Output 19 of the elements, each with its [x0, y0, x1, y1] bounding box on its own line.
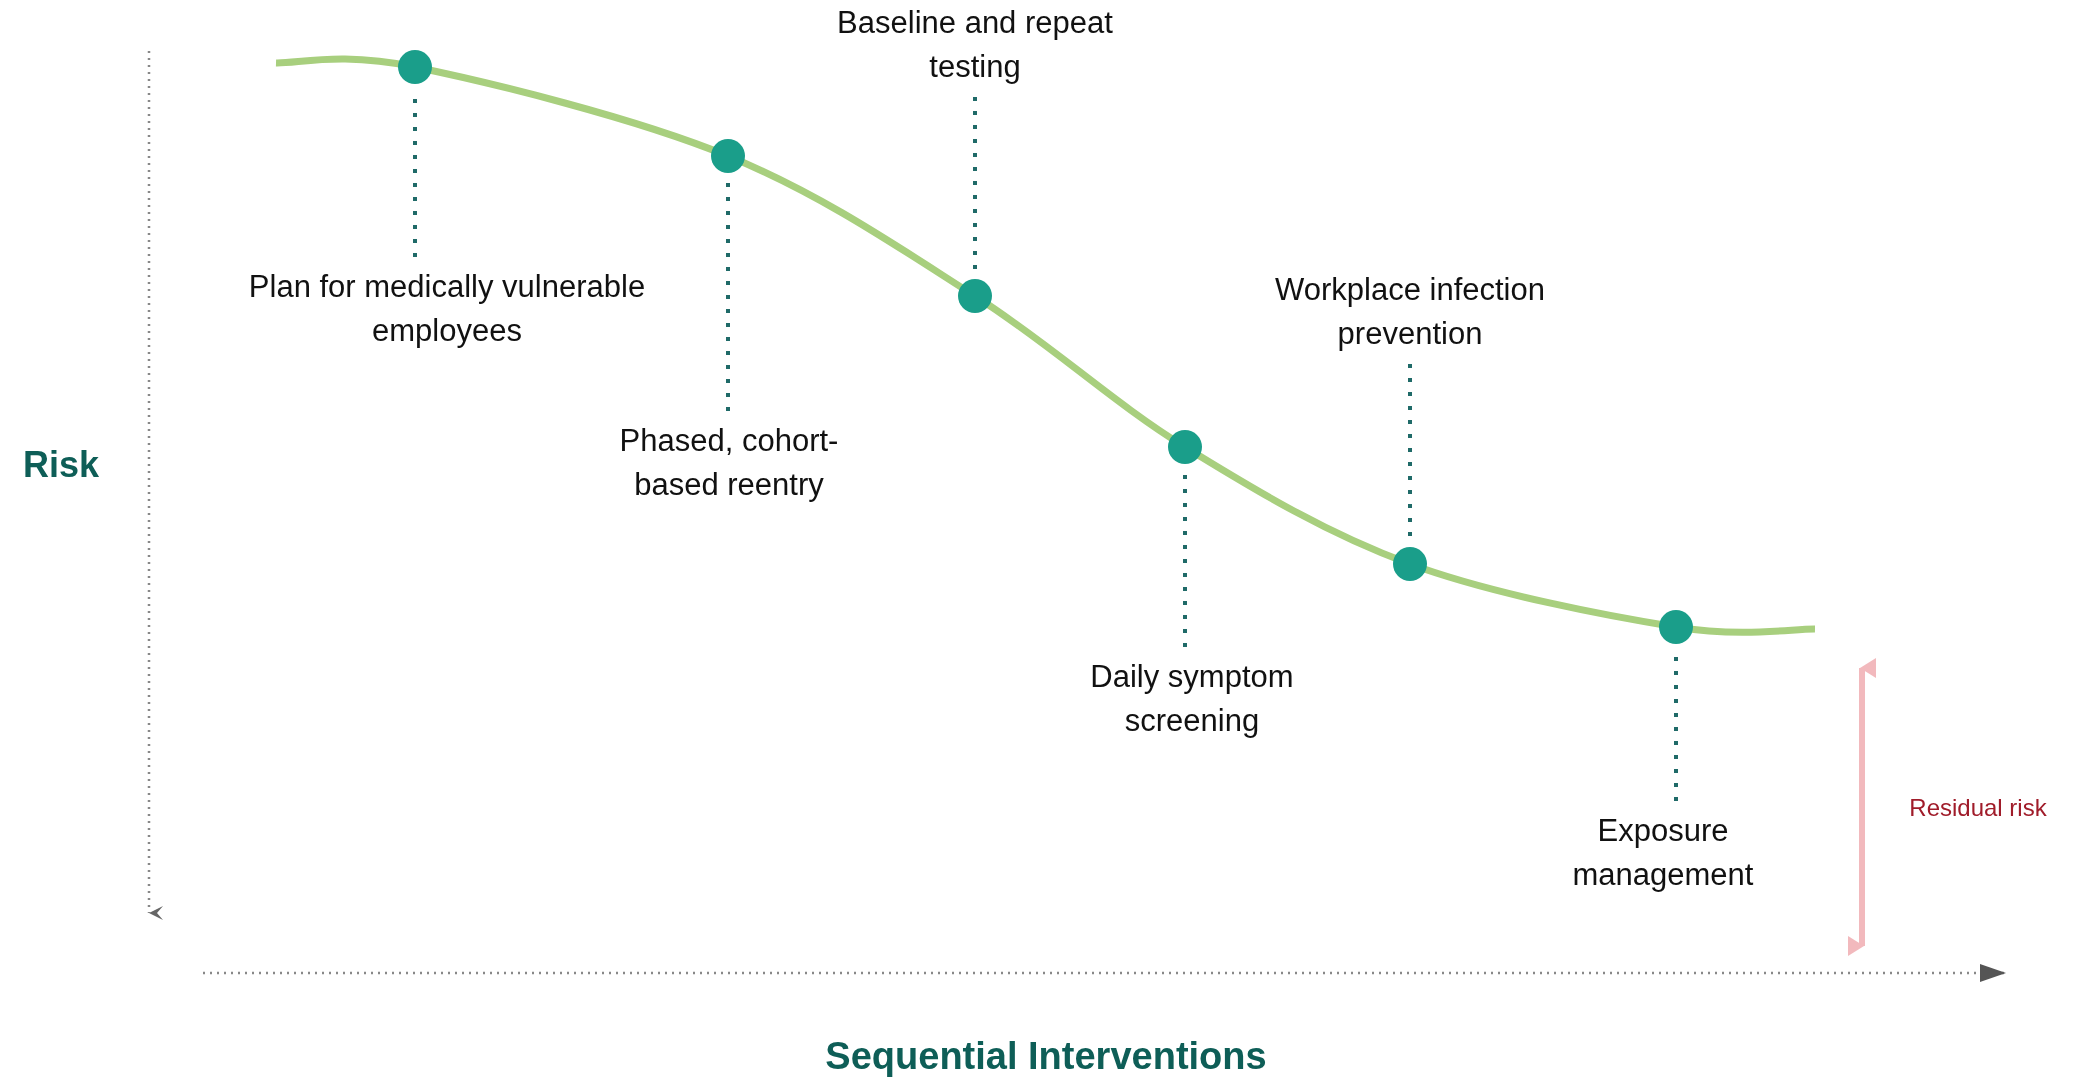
intervention-label: Exposure management	[1533, 809, 1793, 897]
intervention-label: Phased, cohort-based reentry	[584, 419, 874, 507]
leader-line	[1408, 364, 1412, 539]
step-dot	[958, 279, 992, 313]
axis-title: Sequential Interventions	[825, 1034, 1267, 1078]
intervention-label: Baseline and repeat testing	[825, 1, 1125, 89]
intervention-label: Plan for medically vulnerable employees	[247, 265, 647, 353]
residual-risk-label: Residual risk	[1909, 794, 2047, 822]
leader-line	[1183, 472, 1187, 647]
intervention-label: Workplace infection prevention	[1220, 268, 1600, 356]
step-dot	[398, 50, 432, 84]
step-dot	[1393, 547, 1427, 581]
intervention-label: Daily symptom screening	[1042, 655, 1342, 743]
step-dot	[1168, 430, 1202, 464]
axis-title: Risk	[23, 444, 99, 486]
leader-line	[973, 97, 977, 271]
step-dot	[1659, 610, 1693, 644]
leader-line	[726, 181, 730, 411]
step-dot	[711, 139, 745, 173]
